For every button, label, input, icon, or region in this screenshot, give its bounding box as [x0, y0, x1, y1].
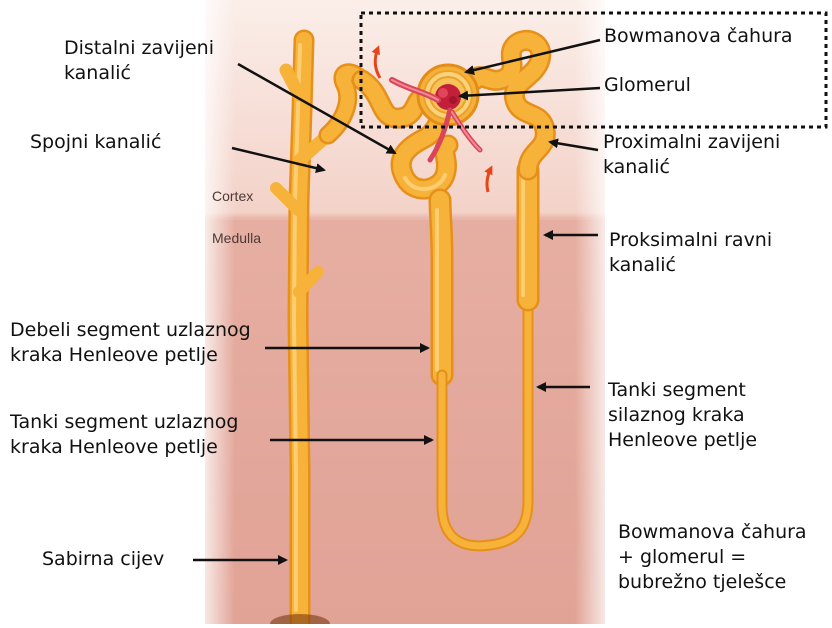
label-thin-ascending-limb: Tanki segment uzlaznog kraka Henleove pe…	[10, 410, 238, 460]
label-collecting-duct: Sabirna cijev	[42, 547, 164, 572]
label-proximal-straight-tubule: Proksimalni ravni kanalić	[609, 228, 772, 278]
proximal-straight-tubule	[523, 170, 528, 300]
label-bowman-capsule: Bowmanova čahura	[604, 24, 793, 49]
zone-label-cortex: Cortex	[212, 188, 253, 204]
label-distal-convoluted-tubule: Distalni zavijeni kanalić	[64, 36, 214, 86]
medulla-region	[205, 220, 605, 624]
thick-ascending-limb	[437, 200, 442, 375]
glomerulus-knot	[435, 84, 461, 110]
zone-label-medulla: Medulla	[212, 230, 261, 246]
label-thin-descending-limb: Tanki segment silaznog kraka Henleove pe…	[608, 378, 757, 453]
label-proximal-convoluted-tubule: Proximalni zavijeni kanalić	[603, 130, 780, 180]
label-thick-ascending-limb: Debeli segment uzlaznog kraka Henleove p…	[10, 318, 251, 368]
label-renal-corpuscle-note: Bowmanova čahura + glomerul = bubrežno t…	[618, 520, 807, 595]
label-glomerulus: Glomerul	[604, 73, 691, 98]
label-connecting-tubule: Spojni kanalić	[30, 130, 161, 155]
